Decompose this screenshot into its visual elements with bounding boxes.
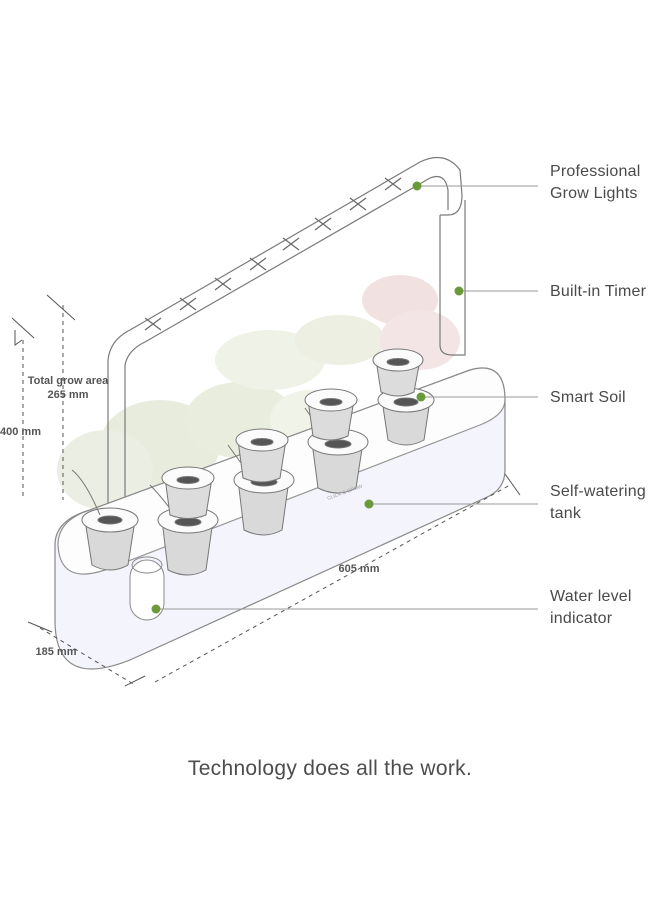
smart-soil-dot	[416, 392, 426, 402]
callout-leaders	[156, 185, 538, 610]
length-label: 605 mm	[338, 563, 380, 575]
grow-lights-dot	[412, 181, 422, 191]
grow-area-title: Total grow area	[27, 375, 109, 387]
plant-pods	[71, 348, 435, 576]
water-level-label: Water level indicator	[550, 588, 632, 627]
timer-dot	[454, 286, 464, 296]
self-watering-label: Self-watering tank	[550, 483, 646, 522]
callout-dots	[151, 181, 464, 614]
self-watering-dot	[364, 499, 374, 509]
timer-label: Built-in Timer	[550, 283, 647, 300]
depth-label: 185 mm	[35, 646, 77, 658]
water-level-dot	[151, 604, 161, 614]
grow-area-value: 265 mm	[47, 389, 89, 401]
dimension-lines	[11, 294, 521, 687]
grow-lights-label: Professional Grow Lights	[550, 163, 641, 202]
height-label: 400 mm	[0, 426, 41, 438]
smart-soil-label: Smart Soil	[550, 389, 626, 406]
tagline: Technology does all the work.	[187, 757, 473, 780]
led-marks	[144, 177, 402, 331]
